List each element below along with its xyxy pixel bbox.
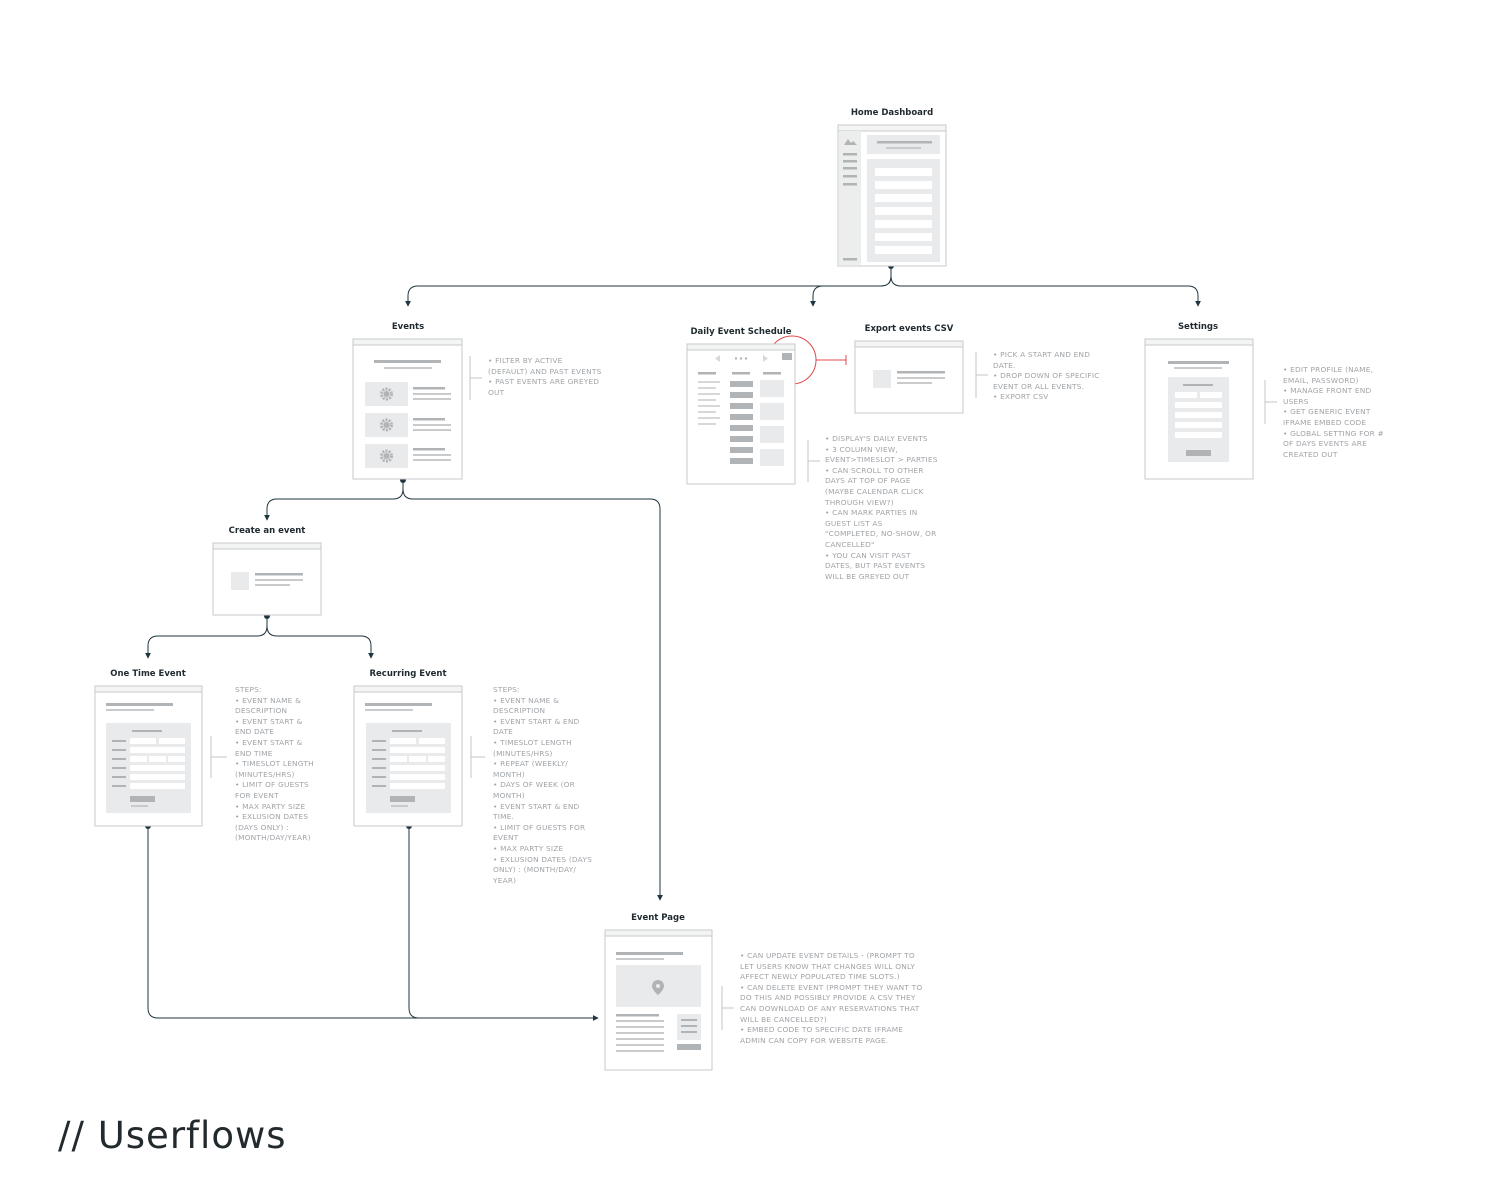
connector-onetime-eventpage (147, 826, 599, 1021)
connector-home-events (405, 266, 892, 307)
home-dashboard-wireframe[interactable] (837, 124, 947, 267)
export-csv-notes: • PICK A START AND END DATE. • DROP DOWN… (993, 350, 1100, 402)
daily-schedule-title: Daily Event Schedule (690, 327, 792, 337)
create-event-wireframe[interactable] (212, 542, 322, 616)
note-brackets (210, 352, 1277, 1030)
events-title: Events (391, 322, 425, 332)
connector-home-settings (890, 266, 1201, 307)
event-page-wireframe[interactable] (604, 929, 713, 1071)
create-event-title: Create an event (228, 526, 306, 536)
one-time-event-wireframe[interactable] (94, 685, 203, 827)
connector-create-recurring (266, 616, 374, 659)
home-dashboard-title: Home Dashboard (850, 108, 934, 118)
connector-recurring-eventpage (408, 826, 598, 1019)
page-heading: // Userflows (58, 1114, 287, 1157)
export-csv-wireframe[interactable] (854, 340, 964, 414)
connector-events-create (264, 480, 404, 521)
export-csv-title: Export events CSV (864, 324, 954, 334)
event-page-notes: • CAN UPDATE EVENT DETAILS - (PROMPT TO … (740, 951, 923, 1045)
connector-events-eventpage (402, 480, 663, 901)
connector-home-daily (810, 266, 892, 307)
settings-notes: • EDIT PROFILE (NAME, EMAIL, PASSWORD) •… (1283, 365, 1384, 459)
event-card-gear-icons (365, 382, 451, 468)
recurring-event-wireframe[interactable] (353, 685, 463, 827)
location-pin-icon (652, 980, 664, 995)
recurring-event-notes: STEPS: • EVENT NAME & DESCRIPTION • EVEN… (493, 685, 592, 885)
daily-schedule-wireframe[interactable] (686, 343, 796, 485)
one-time-event-title: One Time Event (110, 669, 186, 679)
recurring-event-title: Recurring Event (369, 669, 447, 679)
events-notes: • FILTER BY ACTIVE (DEFAULT) AND PAST EV… (488, 356, 602, 397)
settings-wireframe[interactable] (1144, 338, 1254, 480)
daily-schedule-notes: • DISPLAY'S DAILY EVENTS • 3 COLUMN VIEW… (825, 434, 938, 581)
connectors (145, 266, 1201, 1021)
connector-create-onetime (145, 616, 268, 659)
one-time-event-notes: STEPS: • EVENT NAME & DESCRIPTION • EVEN… (235, 685, 314, 843)
events-wireframe[interactable] (352, 338, 463, 480)
event-page-title: Event Page (631, 913, 685, 923)
settings-title: Settings (1177, 322, 1219, 332)
